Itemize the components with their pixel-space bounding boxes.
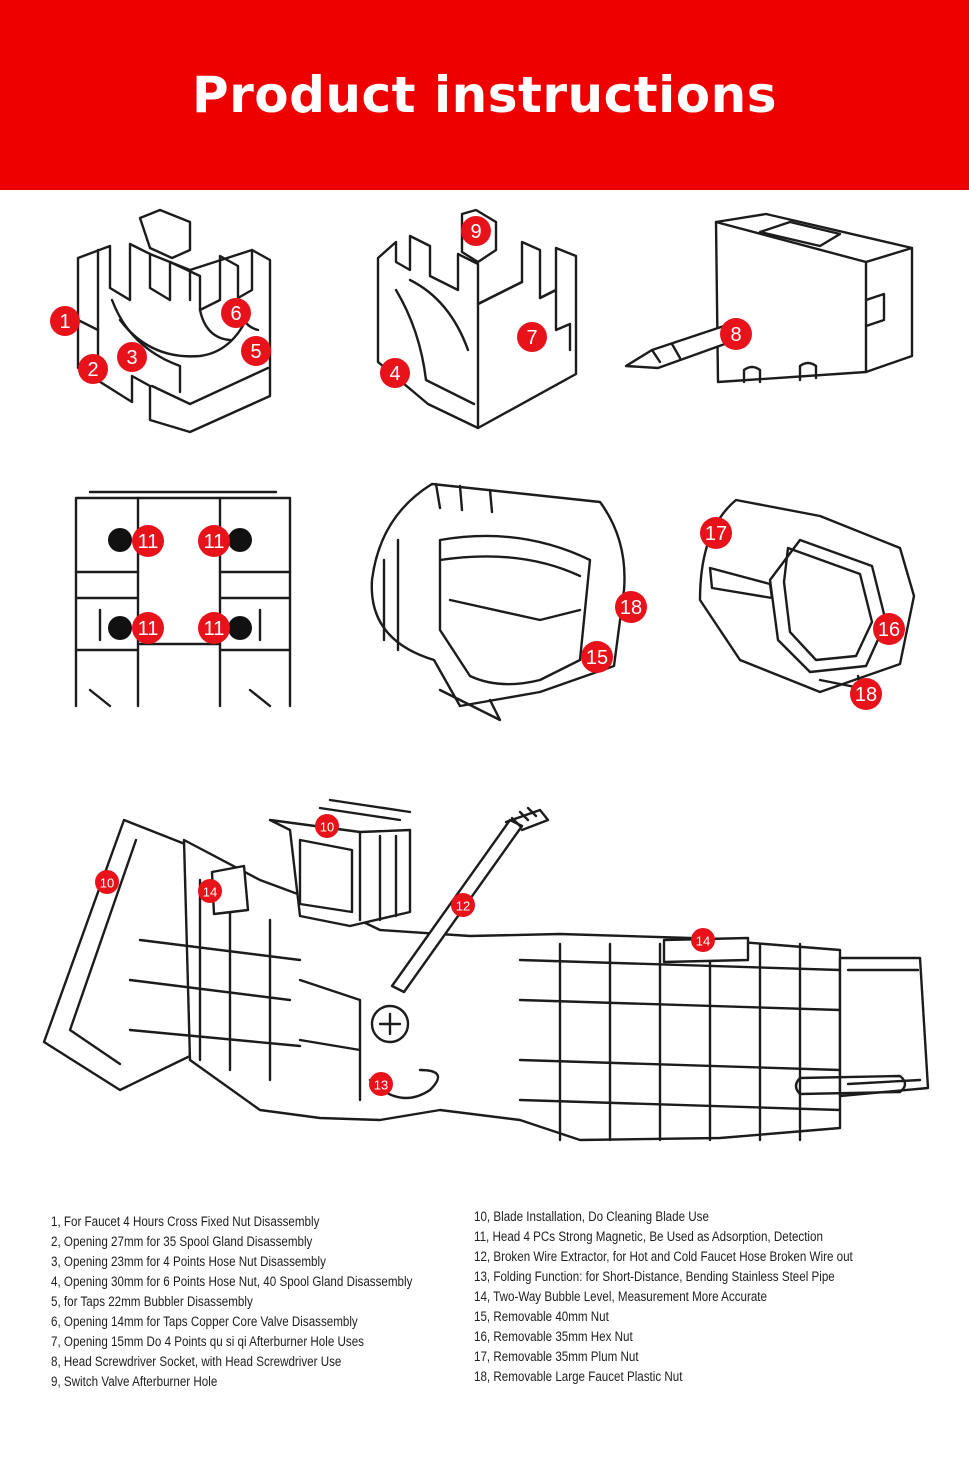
- callout-18b: 18: [850, 678, 882, 710]
- svg-text:8: 8: [730, 324, 741, 346]
- callout-11d: 11: [198, 612, 230, 644]
- callout-17: 17: [700, 517, 732, 549]
- callout-18a: 18: [615, 591, 647, 623]
- callout-6: 6: [221, 298, 251, 328]
- list-item: 16, Removable 35mm Hex Nut: [474, 1329, 633, 1344]
- callout-11a: 11: [132, 525, 164, 557]
- svg-text:4: 4: [389, 363, 400, 385]
- callout-10b: 10: [95, 870, 119, 894]
- product-illustration: 1 2 3 5 6 4 7 9 8 11 11: [0, 190, 969, 1190]
- callout-5: 5: [241, 336, 271, 366]
- list-item: 4, Opening 30mm for 6 Points Hose Nut, 4…: [51, 1274, 413, 1289]
- svg-text:13: 13: [374, 1078, 388, 1093]
- magnetic-head-drawing: [74, 490, 292, 708]
- svg-text:11: 11: [204, 618, 225, 640]
- list-item: 12, Broken Wire Extractor, for Hot and C…: [474, 1249, 853, 1264]
- callout-7: 7: [517, 322, 547, 352]
- svg-text:11: 11: [138, 618, 159, 640]
- instructions-list-right: 10, Blade Installation, Do Cleaning Blad…: [474, 1207, 853, 1387]
- svg-text:1: 1: [59, 311, 70, 333]
- svg-text:14: 14: [696, 934, 710, 949]
- removable-nut-40mm-drawing: [370, 482, 626, 722]
- page-title: Product instructions: [191, 66, 778, 124]
- list-item: 11, Head 4 PCs Strong Magnetic, Be Used …: [474, 1229, 823, 1244]
- callout-11b: 11: [198, 525, 230, 557]
- svg-text:3: 3: [126, 347, 137, 369]
- callout-3: 3: [117, 342, 147, 372]
- list-item: 1, For Faucet 4 Hours Cross Fixed Nut Di…: [51, 1214, 320, 1229]
- svg-text:2: 2: [87, 359, 98, 381]
- list-item: 17, Removable 35mm Plum Nut: [474, 1349, 639, 1364]
- svg-text:7: 7: [526, 327, 537, 349]
- svg-text:18: 18: [620, 597, 642, 619]
- callout-9: 9: [461, 216, 491, 246]
- list-item: 15, Removable 40mm Nut: [474, 1309, 609, 1324]
- callout-4: 4: [380, 358, 410, 388]
- list-item: 3, Opening 23mm for 4 Points Hose Nut Di…: [51, 1254, 326, 1269]
- list-item: 6, Opening 14mm for Taps Copper Core Val…: [51, 1314, 358, 1329]
- assembled-wrench-drawing: [42, 798, 930, 1142]
- callout-2: 2: [78, 354, 108, 384]
- callout-1: 1: [50, 306, 80, 336]
- callout-13: 13: [369, 1072, 393, 1096]
- callout-15: 15: [581, 641, 613, 673]
- list-item: 8, Head Screwdriver Socket, with Head Sc…: [51, 1354, 342, 1369]
- svg-text:15: 15: [586, 647, 608, 669]
- svg-text:10: 10: [320, 820, 334, 835]
- svg-text:6: 6: [230, 303, 241, 325]
- callout-14a: 14: [198, 879, 222, 903]
- socket-head-b-drawing: [376, 208, 578, 430]
- callout-14b: 14: [691, 928, 715, 952]
- instructions-list-left: 1, For Faucet 4 Hours Cross Fixed Nut Di…: [51, 1212, 412, 1392]
- list-item: 5, for Taps 22mm Bubbler Disassembly: [51, 1294, 253, 1309]
- screwdriver-socket-drawing: [624, 212, 914, 384]
- list-item: 7, Opening 15mm Do 4 Points qu si qi Aft…: [51, 1334, 364, 1349]
- svg-text:18: 18: [855, 684, 877, 706]
- list-item: 10, Blade Installation, Do Cleaning Blad…: [474, 1209, 709, 1224]
- svg-text:12: 12: [456, 899, 470, 914]
- list-item: 13, Folding Function: for Short-Distance…: [474, 1269, 835, 1284]
- callout-10a: 10: [315, 814, 339, 838]
- list-item: 14, Two-Way Bubble Level, Measurement Mo…: [474, 1289, 767, 1304]
- svg-text:17: 17: [705, 523, 727, 545]
- title-banner: Product instructions: [0, 0, 969, 190]
- callout-8: 8: [720, 318, 752, 350]
- callout-11c: 11: [132, 612, 164, 644]
- callout-16: 16: [873, 613, 905, 645]
- svg-text:5: 5: [250, 341, 261, 363]
- list-item: 18, Removable Large Faucet Plastic Nut: [474, 1369, 683, 1384]
- callout-12: 12: [451, 893, 475, 917]
- removable-hex-nut-drawing: [698, 498, 916, 694]
- svg-text:11: 11: [138, 531, 159, 553]
- svg-text:16: 16: [878, 619, 900, 641]
- svg-text:9: 9: [470, 221, 481, 243]
- list-item: 9, Switch Valve Afterburner Hole: [51, 1374, 218, 1389]
- svg-text:14: 14: [203, 885, 217, 900]
- svg-text:10: 10: [100, 876, 114, 891]
- list-item: 2, Opening 27mm for 35 Spool Gland Disas…: [51, 1234, 313, 1249]
- svg-text:11: 11: [204, 531, 225, 553]
